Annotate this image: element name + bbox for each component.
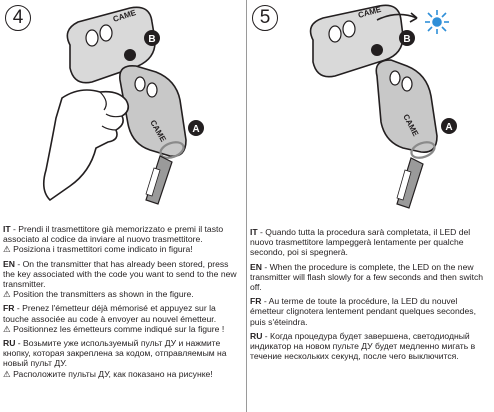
step-5-illustration: CAME CAME <box>247 0 491 218</box>
step-5-instructions: IT - Quando tutta la procedura sarà comp… <box>250 227 486 365</box>
instruction-fr: FR - Au terme de toute la procédure, la … <box>250 296 476 327</box>
key-icon <box>146 82 158 98</box>
transmitter-a: CAME <box>375 59 438 153</box>
instruction-it: IT - Quando tutta la procedura sarà comp… <box>250 227 471 258</box>
key-icon <box>99 24 113 42</box>
marker-b: B <box>144 30 160 46</box>
svg-text:B: B <box>148 34 155 45</box>
warning-note: ⚠ Position the transmitters as shown in … <box>3 289 194 300</box>
svg-text:A: A <box>192 124 199 135</box>
transmitter-b: CAME <box>309 4 404 78</box>
marker-a: A <box>441 118 457 134</box>
instruction-en: EN - On the transmitter that has already… <box>3 259 239 300</box>
warning-note: ⚠ Posiziona i trasmettitori come indicat… <box>3 244 193 255</box>
came-logo-icon <box>371 44 383 56</box>
transmitters-led-flash-illustration: CAME CAME <box>309 4 457 209</box>
key-icon <box>328 25 342 43</box>
svg-text:B: B <box>403 34 410 45</box>
instruction-ru: RU - Возьмите уже используемый пульт ДУ … <box>3 338 239 379</box>
step-5-panel: CAME CAME <box>246 0 490 412</box>
keyring-icon <box>145 141 185 205</box>
step-4-panel: CAME CAME <box>0 0 244 412</box>
led-flash-icon <box>425 10 449 34</box>
hand-icon <box>42 89 130 202</box>
came-logo-icon <box>124 49 136 61</box>
key-icon <box>342 20 356 38</box>
key-icon <box>85 29 99 47</box>
arrow-icon <box>376 13 418 21</box>
instruction-fr: FR - Prenez l'émetteur déjà mémorisé et … <box>3 303 239 334</box>
key-icon <box>134 76 146 92</box>
step-number: 4 <box>5 5 31 31</box>
step-number: 5 <box>252 5 278 31</box>
instruction-it: IT - Prendi il trasmettitore già memoriz… <box>3 224 239 255</box>
key-icon <box>401 76 413 92</box>
instruction-en: EN - When the procedure is complete, the… <box>250 261 484 293</box>
key-icon <box>389 70 401 86</box>
hand-holding-transmitters-illustration: CAME CAME <box>42 6 204 205</box>
keyring-icon <box>396 141 436 209</box>
warning-note: ⚠ Positionnez les émetteurs comme indiqu… <box>3 323 225 334</box>
marker-b: B <box>399 30 415 46</box>
marker-a: A <box>188 120 204 136</box>
transmitter-a: CAME <box>119 64 187 157</box>
arrow-head-icon <box>409 12 418 23</box>
svg-text:A: A <box>445 122 452 133</box>
warning-note: ⚠ Расположите пульты ДУ, как показано на… <box>3 368 213 379</box>
step-4-instructions: IT - Prendi il trasmettitore già memoriz… <box>3 224 239 383</box>
step-4-illustration: CAME CAME <box>0 0 244 218</box>
instruction-ru: RU - Когда процедура будет завершена, св… <box>250 330 476 362</box>
